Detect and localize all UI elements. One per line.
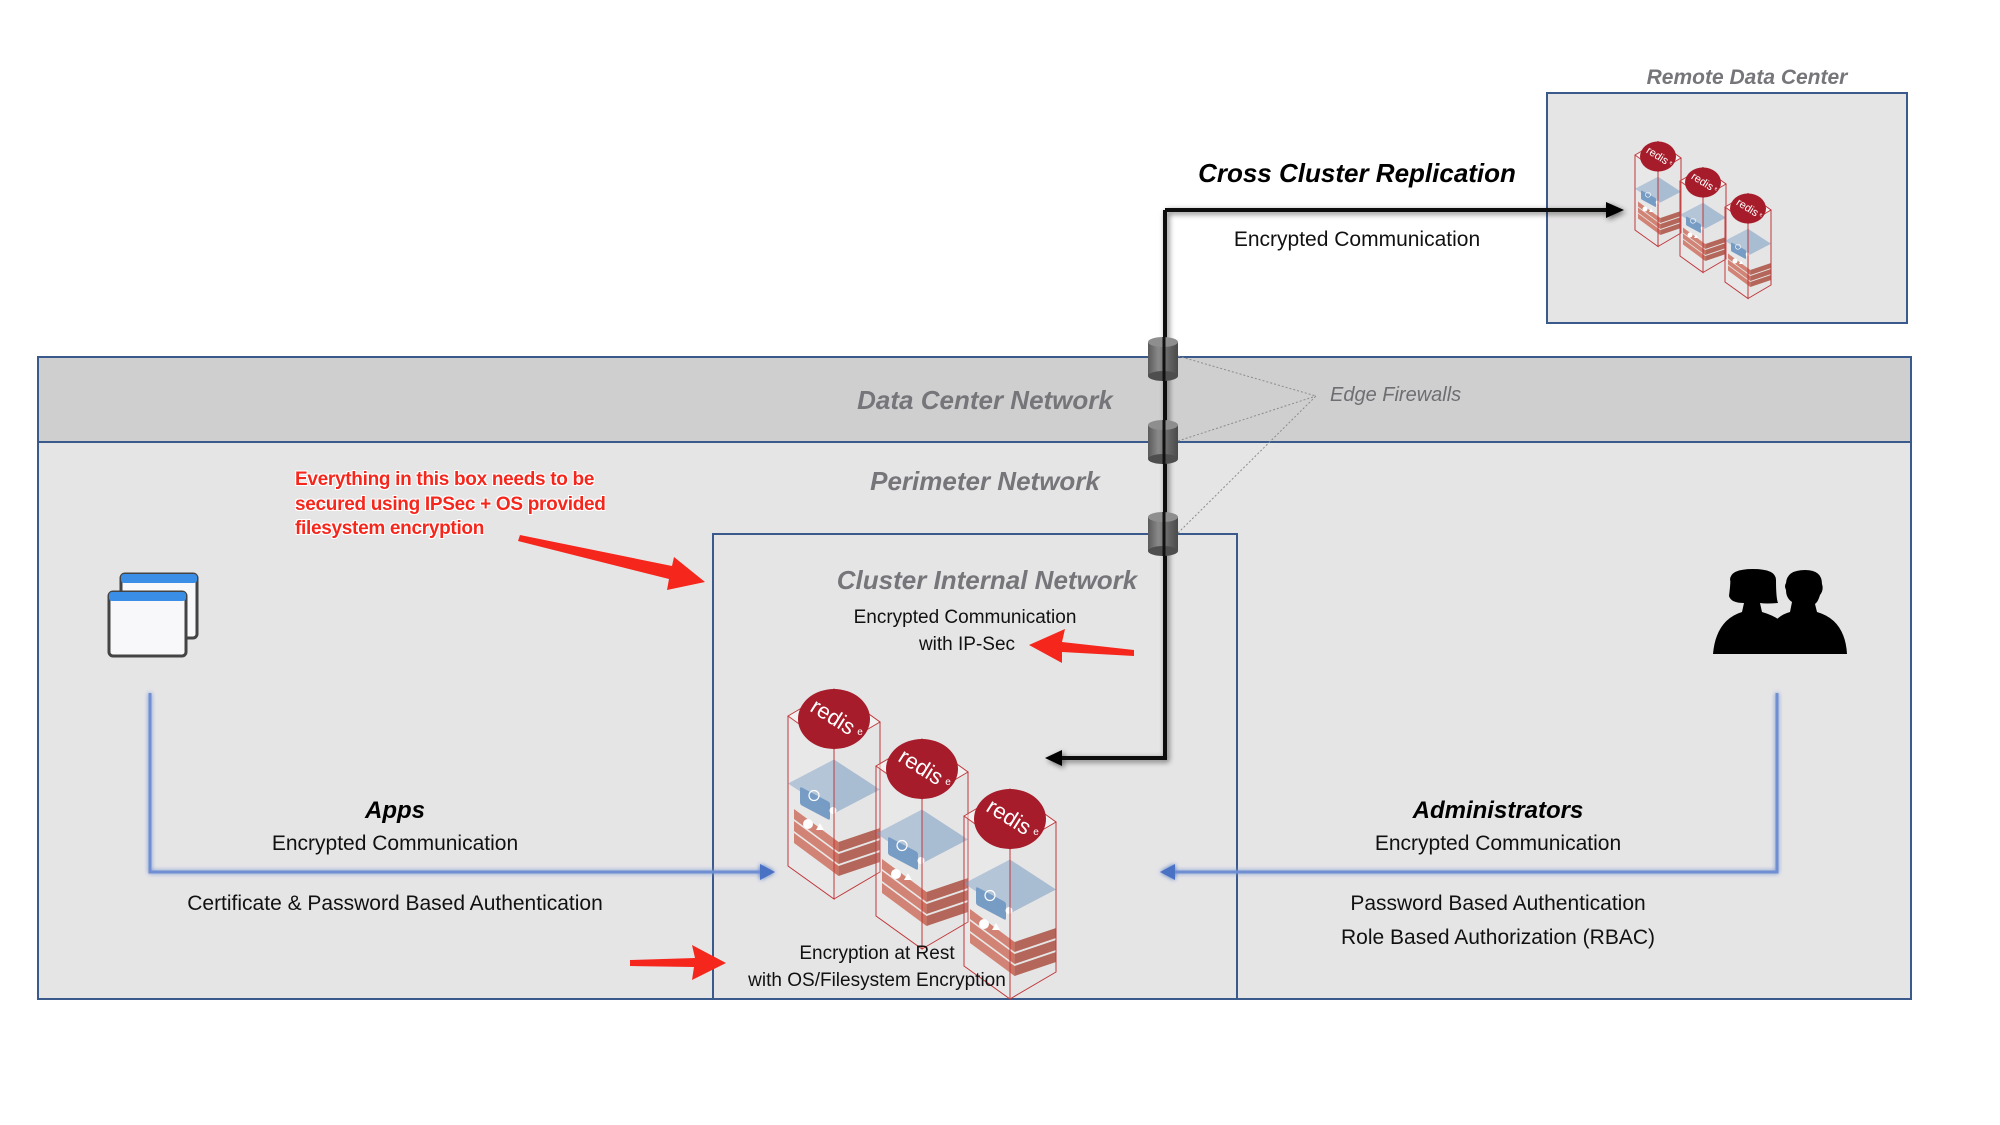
admins-title: Administrators xyxy=(1412,797,1584,824)
perimeter-network-label: Perimeter Network xyxy=(870,466,1100,496)
replication-subtitle: Encrypted Communication xyxy=(1233,228,1481,251)
remote-dc-label: Remote Data Center xyxy=(1646,66,1848,89)
admins-authz: Role Based Authorization (RBAC) xyxy=(1341,926,1655,949)
cluster-internal-network-zone xyxy=(712,533,1238,1000)
cluster-rest-line2: with OS/Filesystem Encryption xyxy=(748,970,1006,991)
cluster-comm-line2: with IP-Sec xyxy=(918,634,1016,655)
data-center-network-band xyxy=(37,356,1912,443)
cluster-internal-network-label: Cluster Internal Network xyxy=(836,565,1138,595)
apps-comm: Encrypted Communication xyxy=(271,832,519,855)
cluster-comm-line1: Encrypted Communication xyxy=(853,607,1077,628)
apps-title: Apps xyxy=(365,797,425,824)
apps-auth: Certificate & Password Based Authenticat… xyxy=(187,892,603,915)
remote-data-center-zone xyxy=(1546,92,1908,324)
admins-comm: Encrypted Communication xyxy=(1374,832,1622,855)
cluster-rest-line1: Encryption at Rest xyxy=(799,943,955,964)
ipsec-annotation: Everything in this box needs to be secur… xyxy=(295,469,606,539)
replication-title: Cross Cluster Replication xyxy=(1198,158,1516,188)
edge-firewalls-label: Edge Firewalls xyxy=(1330,384,1462,406)
admins-auth: Password Based Authentication xyxy=(1350,892,1646,915)
data-center-network-label: Data Center Network xyxy=(857,385,1113,415)
